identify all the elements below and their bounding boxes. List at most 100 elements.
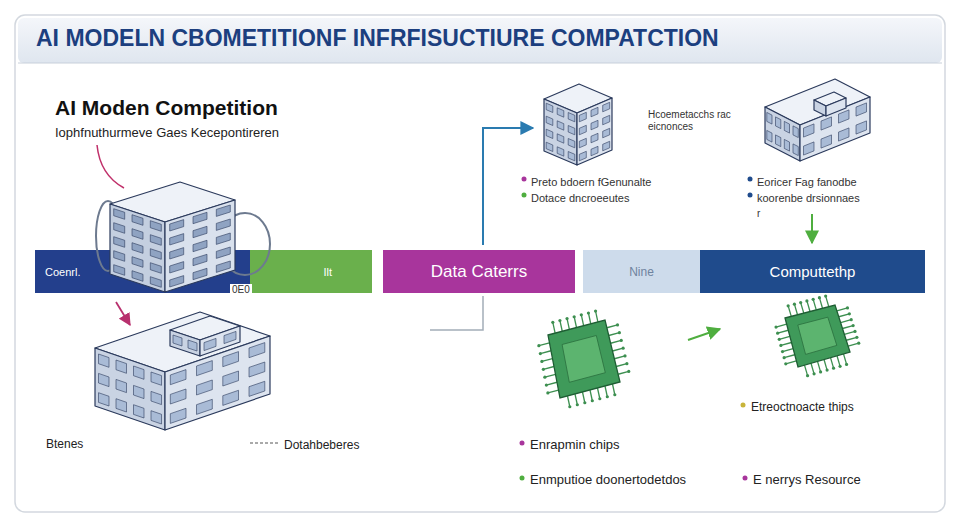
window <box>784 139 789 151</box>
chip-pin <box>837 308 848 311</box>
band-label: Data Caterrs <box>431 262 527 282</box>
window <box>170 248 184 259</box>
pin-end <box>806 374 809 377</box>
window <box>856 121 867 134</box>
chip-pin <box>611 340 622 343</box>
window <box>193 254 207 265</box>
text-label: Preto bdoern fGenunalte <box>531 176 651 189</box>
window <box>114 223 125 234</box>
window <box>114 209 125 220</box>
chip-pin <box>794 304 797 315</box>
chip-body <box>785 305 850 367</box>
window <box>216 205 230 216</box>
building-icon <box>765 79 870 161</box>
window <box>170 408 186 423</box>
text-label: Dotace dncroeeutes <box>531 192 629 205</box>
window <box>170 389 186 404</box>
window <box>134 405 145 418</box>
pin-end <box>784 362 787 365</box>
window <box>114 265 125 276</box>
pin-end <box>853 330 856 333</box>
chip-pin <box>567 319 569 330</box>
pin-end <box>620 339 623 342</box>
chip-pin <box>613 384 615 395</box>
pin-end <box>583 401 586 404</box>
pin-end <box>625 362 628 365</box>
pin-end <box>832 367 835 370</box>
window <box>767 112 772 124</box>
label-box: Preto bdoern fGenunalte <box>531 172 651 190</box>
pin-end <box>576 403 579 406</box>
window <box>150 277 161 288</box>
window <box>116 399 127 412</box>
window <box>249 381 265 396</box>
chip-pin <box>805 365 808 376</box>
pin-end <box>848 312 851 315</box>
window <box>216 247 230 258</box>
window <box>132 257 143 268</box>
pin-end <box>539 352 542 355</box>
chip-pin <box>546 382 557 385</box>
box-face <box>110 204 165 292</box>
window <box>132 271 143 282</box>
window <box>116 360 127 373</box>
window <box>603 115 610 125</box>
window <box>204 338 216 350</box>
window <box>603 128 610 138</box>
window <box>193 240 207 251</box>
pin-end <box>799 301 802 304</box>
label-box: AI Moden Competition <box>55 95 278 120</box>
window <box>114 237 125 248</box>
window <box>546 116 553 125</box>
flow-arrow <box>116 302 130 325</box>
chip-pin <box>581 315 583 326</box>
pin-end <box>779 344 782 347</box>
window <box>151 411 162 424</box>
pin-end <box>598 397 601 400</box>
text-label: 0E0 <box>230 284 252 296</box>
window <box>170 276 184 287</box>
window <box>223 371 239 386</box>
window <box>546 142 553 151</box>
pin-end <box>778 338 781 341</box>
window <box>188 340 197 351</box>
server-rack <box>110 182 235 292</box>
window <box>216 233 230 244</box>
pin-end <box>543 376 546 379</box>
pin-end <box>825 368 828 371</box>
chip-pin <box>837 356 840 367</box>
window <box>170 262 184 273</box>
window <box>216 261 230 272</box>
chip-pin <box>818 361 821 372</box>
window <box>568 126 575 135</box>
chip-pin <box>781 343 792 346</box>
box-face <box>577 98 612 165</box>
chip-pin <box>607 325 618 328</box>
window <box>170 370 186 385</box>
window <box>776 135 781 147</box>
chip-pin <box>539 343 550 346</box>
window <box>603 102 610 112</box>
band-label: Computtethp <box>770 263 856 280</box>
window <box>224 331 236 343</box>
window <box>114 251 125 262</box>
window <box>568 139 575 148</box>
chip-pin <box>844 331 855 334</box>
window <box>821 135 832 148</box>
pin-end <box>850 318 853 321</box>
band-segment: Computtethp <box>700 250 925 293</box>
chip-pin <box>848 343 859 346</box>
chip-pin <box>811 363 814 374</box>
label-box: Etreoctnoacte thips <box>751 397 854 415</box>
window <box>839 110 850 123</box>
window <box>249 343 265 358</box>
chip-pin <box>784 355 795 358</box>
band-label: Ilt <box>323 266 332 278</box>
box-face <box>200 326 240 356</box>
text-label: E nerrys Resource <box>753 472 861 488</box>
label-box: Eoricer Fag fanodbe <box>757 172 857 190</box>
chip-pin <box>540 351 551 354</box>
box-face <box>814 100 826 116</box>
chip-pin <box>618 371 629 374</box>
chip-pin <box>778 330 789 333</box>
